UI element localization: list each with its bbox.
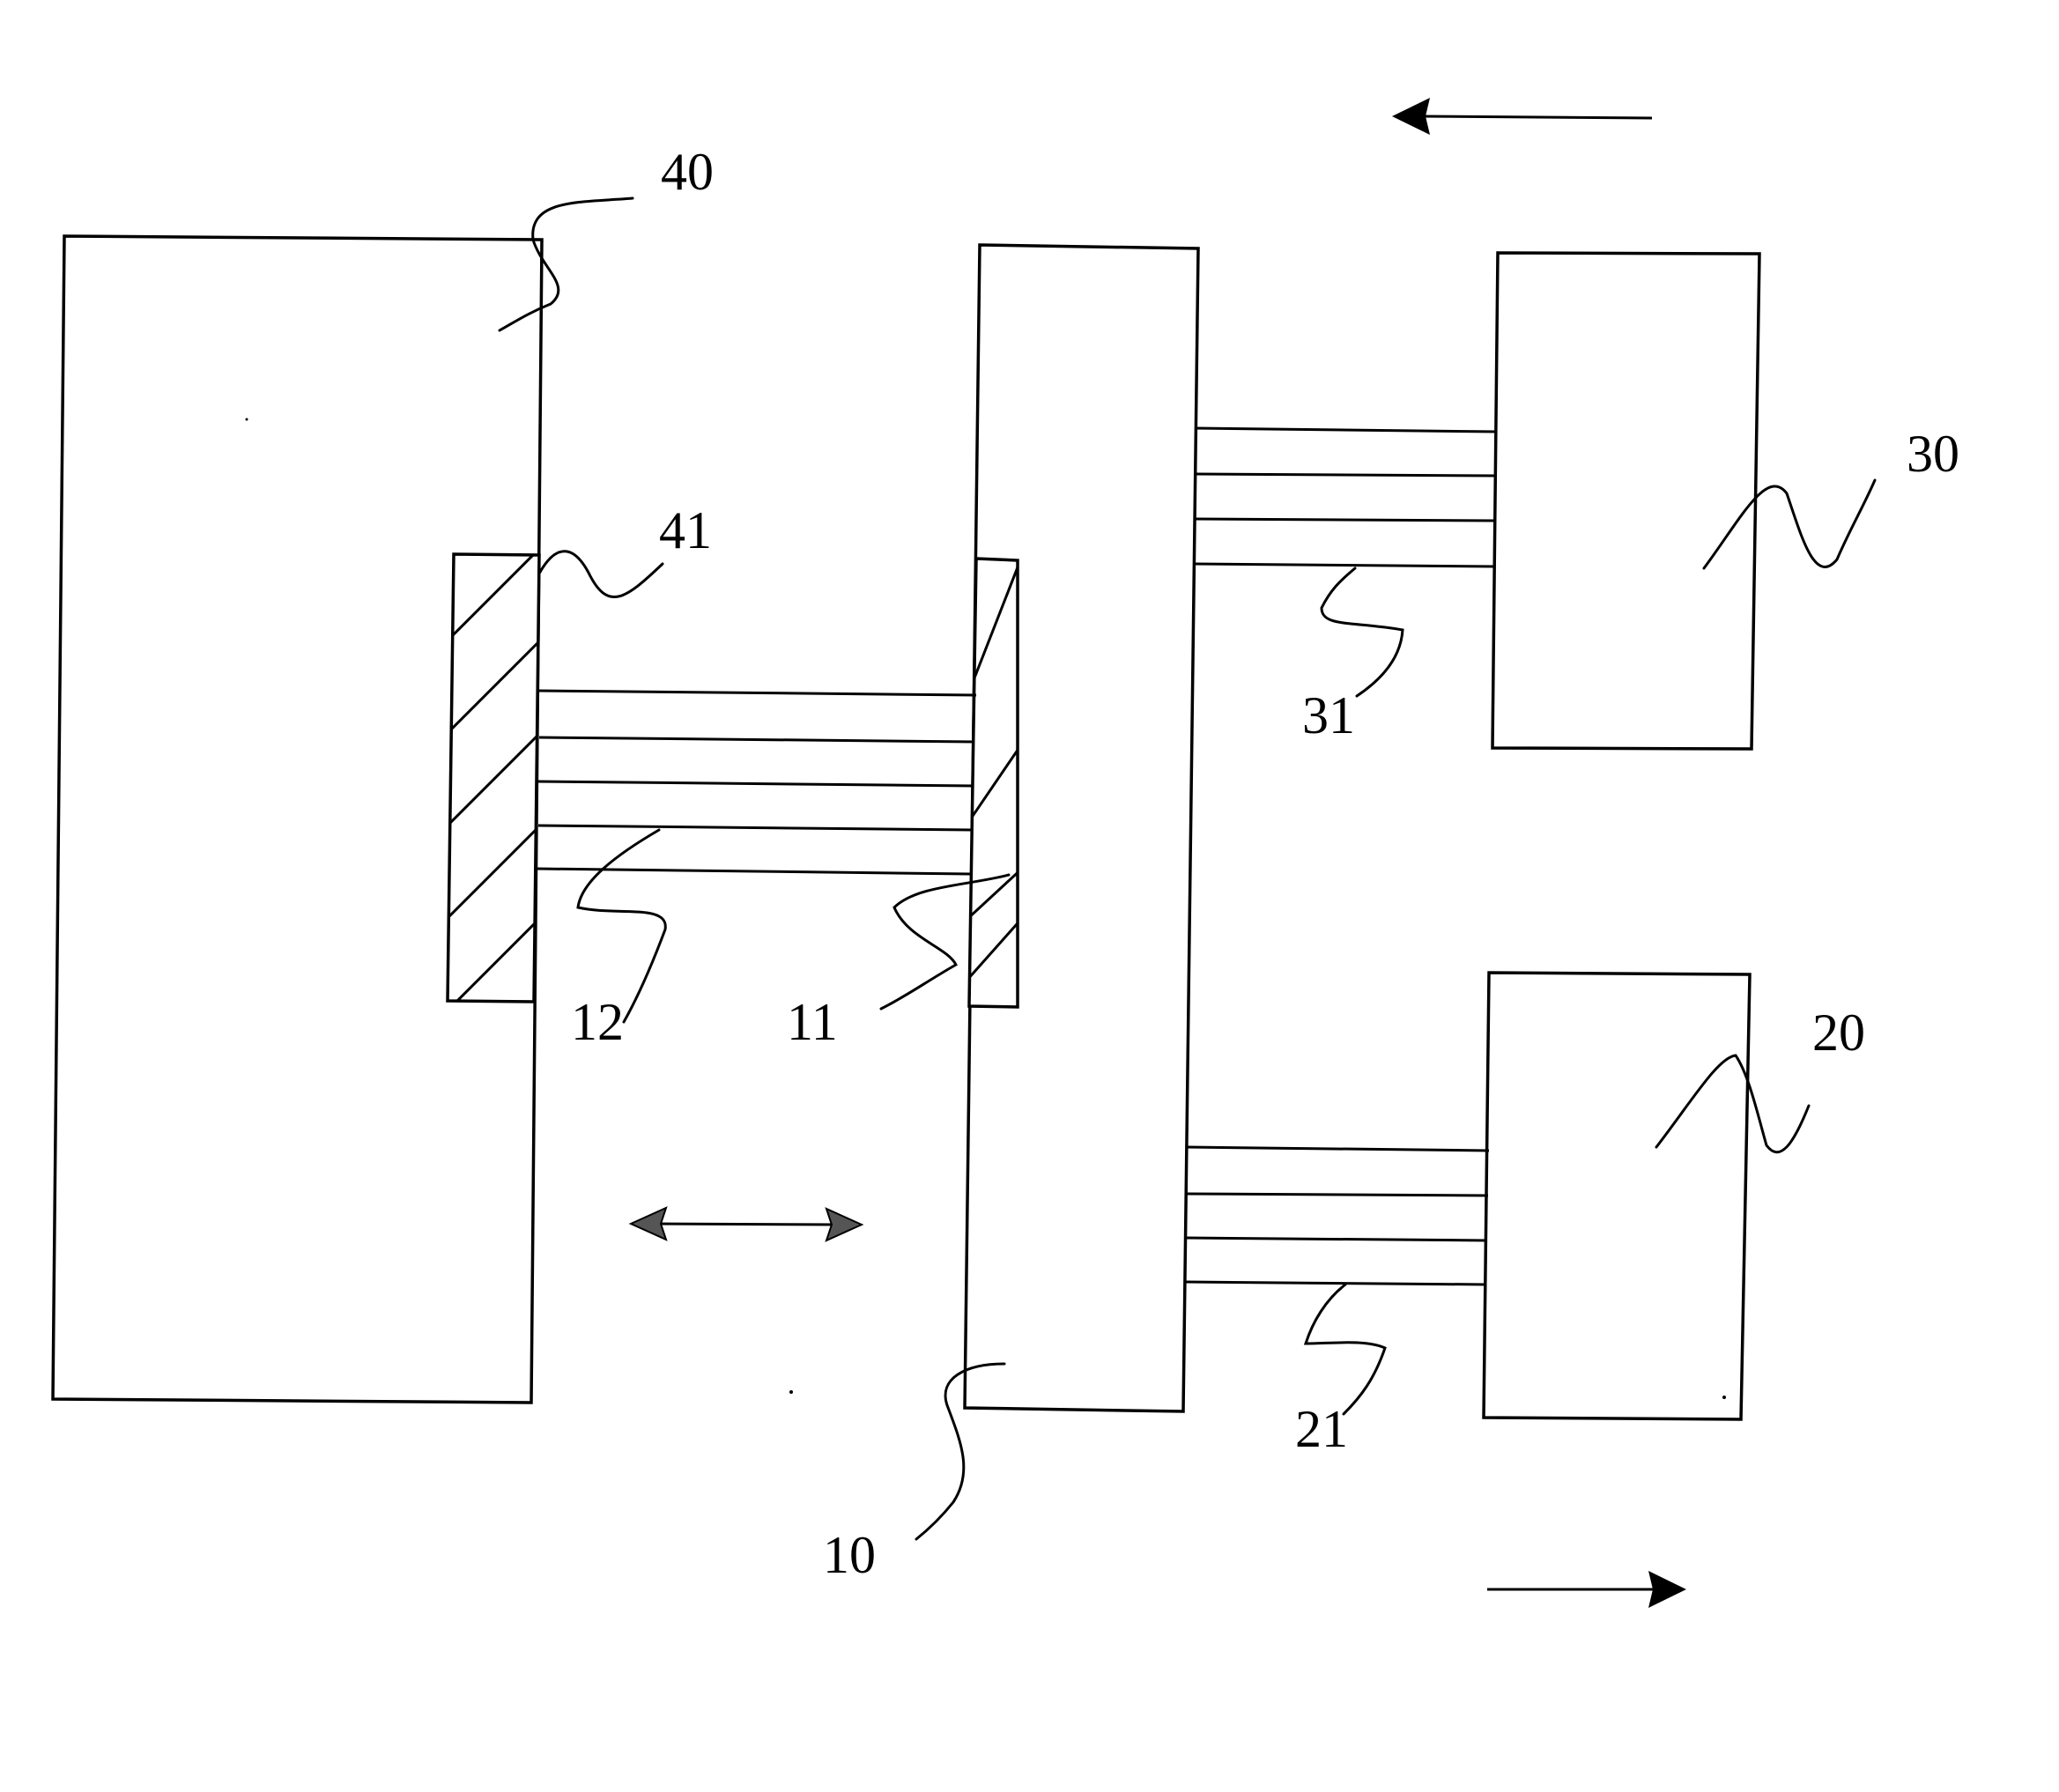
bus-31	[1194, 428, 1497, 566]
arrow-left-icon	[1392, 98, 1652, 135]
leader-41	[539, 552, 663, 597]
label-11: 11	[787, 993, 838, 1051]
leader-21	[1306, 1285, 1385, 1414]
label-31: 31	[1302, 686, 1355, 744]
scan-speck	[789, 1390, 793, 1394]
label-10: 10	[823, 1526, 876, 1584]
label-20: 20	[1812, 1003, 1865, 1062]
label-21: 21	[1295, 1400, 1348, 1458]
double-arrow-icon	[631, 1208, 862, 1240]
component-20-block	[1484, 973, 1750, 1419]
label-40: 40	[661, 143, 714, 201]
scan-speck	[1722, 1396, 1726, 1399]
bus-21	[1185, 1147, 1489, 1285]
arrow-right-icon	[1487, 1571, 1686, 1608]
label-12: 12	[571, 993, 624, 1051]
label-41: 41	[659, 501, 712, 559]
leader-31	[1322, 568, 1403, 696]
scan-speck	[246, 418, 248, 421]
component-30-block	[1492, 253, 1759, 749]
bus-12	[537, 691, 976, 874]
label-30: 30	[1907, 425, 1959, 483]
